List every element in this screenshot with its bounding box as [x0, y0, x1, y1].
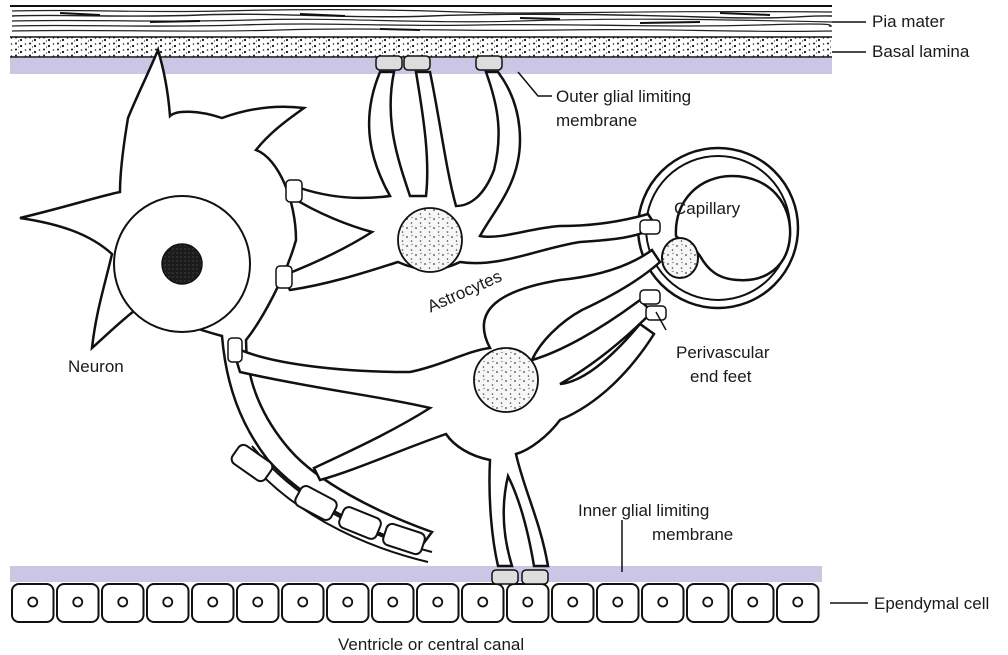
basal-lamina-label: Basal lamina — [872, 41, 969, 62]
capillary-label: Capillary — [674, 198, 740, 219]
ependymal-cell-nucleus — [73, 598, 82, 607]
capillary-drawing — [638, 148, 798, 308]
ependymal-cell-row — [12, 584, 819, 622]
basal-lamina-layer — [10, 37, 832, 57]
ependymal-cell-nucleus — [478, 598, 487, 607]
ependymal-cell-nucleus — [118, 598, 127, 607]
pia-mater-label: Pia mater — [872, 11, 945, 32]
ependymal-cell-nucleus — [658, 598, 667, 607]
ependymal-cell-nucleus — [253, 598, 262, 607]
ependymal-cell-nucleus — [388, 598, 397, 607]
ependymal-cell-nucleus — [523, 598, 532, 607]
ependymal-cell-nucleus — [748, 598, 757, 607]
ependymal-cell-nucleus — [793, 598, 802, 607]
ependymal-cell-label: Ependymal cell — [874, 593, 989, 614]
ependymal-cell-nucleus — [433, 598, 442, 607]
ependymal-cell-nucleus — [298, 598, 307, 607]
inner-glial-label-line1: Inner glial limiting — [578, 500, 709, 521]
inner-glial-limiting-membrane-band — [10, 566, 822, 582]
outer-glial-label-line2: membrane — [556, 110, 637, 131]
ependymal-cell-nucleus — [163, 598, 172, 607]
perivascular-label-line2: end feet — [690, 366, 751, 387]
ependymal-cell-nucleus — [613, 598, 622, 607]
perivascular-label-line1: Perivascular — [676, 342, 770, 363]
ependymal-cell-nucleus — [208, 598, 217, 607]
outer-glial-label-line1: Outer glial limiting — [556, 86, 691, 107]
neuron-label: Neuron — [68, 356, 124, 377]
ependymal-cell-nucleus — [343, 598, 352, 607]
ependymal-cell-nucleus — [568, 598, 577, 607]
ventricle-label: Ventricle or central canal — [338, 634, 524, 655]
pia-mater-layer — [10, 6, 832, 36]
inner-glial-label-line2: membrane — [652, 524, 733, 545]
ependymal-cell-nucleus — [703, 598, 712, 607]
ependymal-cell-nucleus — [28, 598, 37, 607]
